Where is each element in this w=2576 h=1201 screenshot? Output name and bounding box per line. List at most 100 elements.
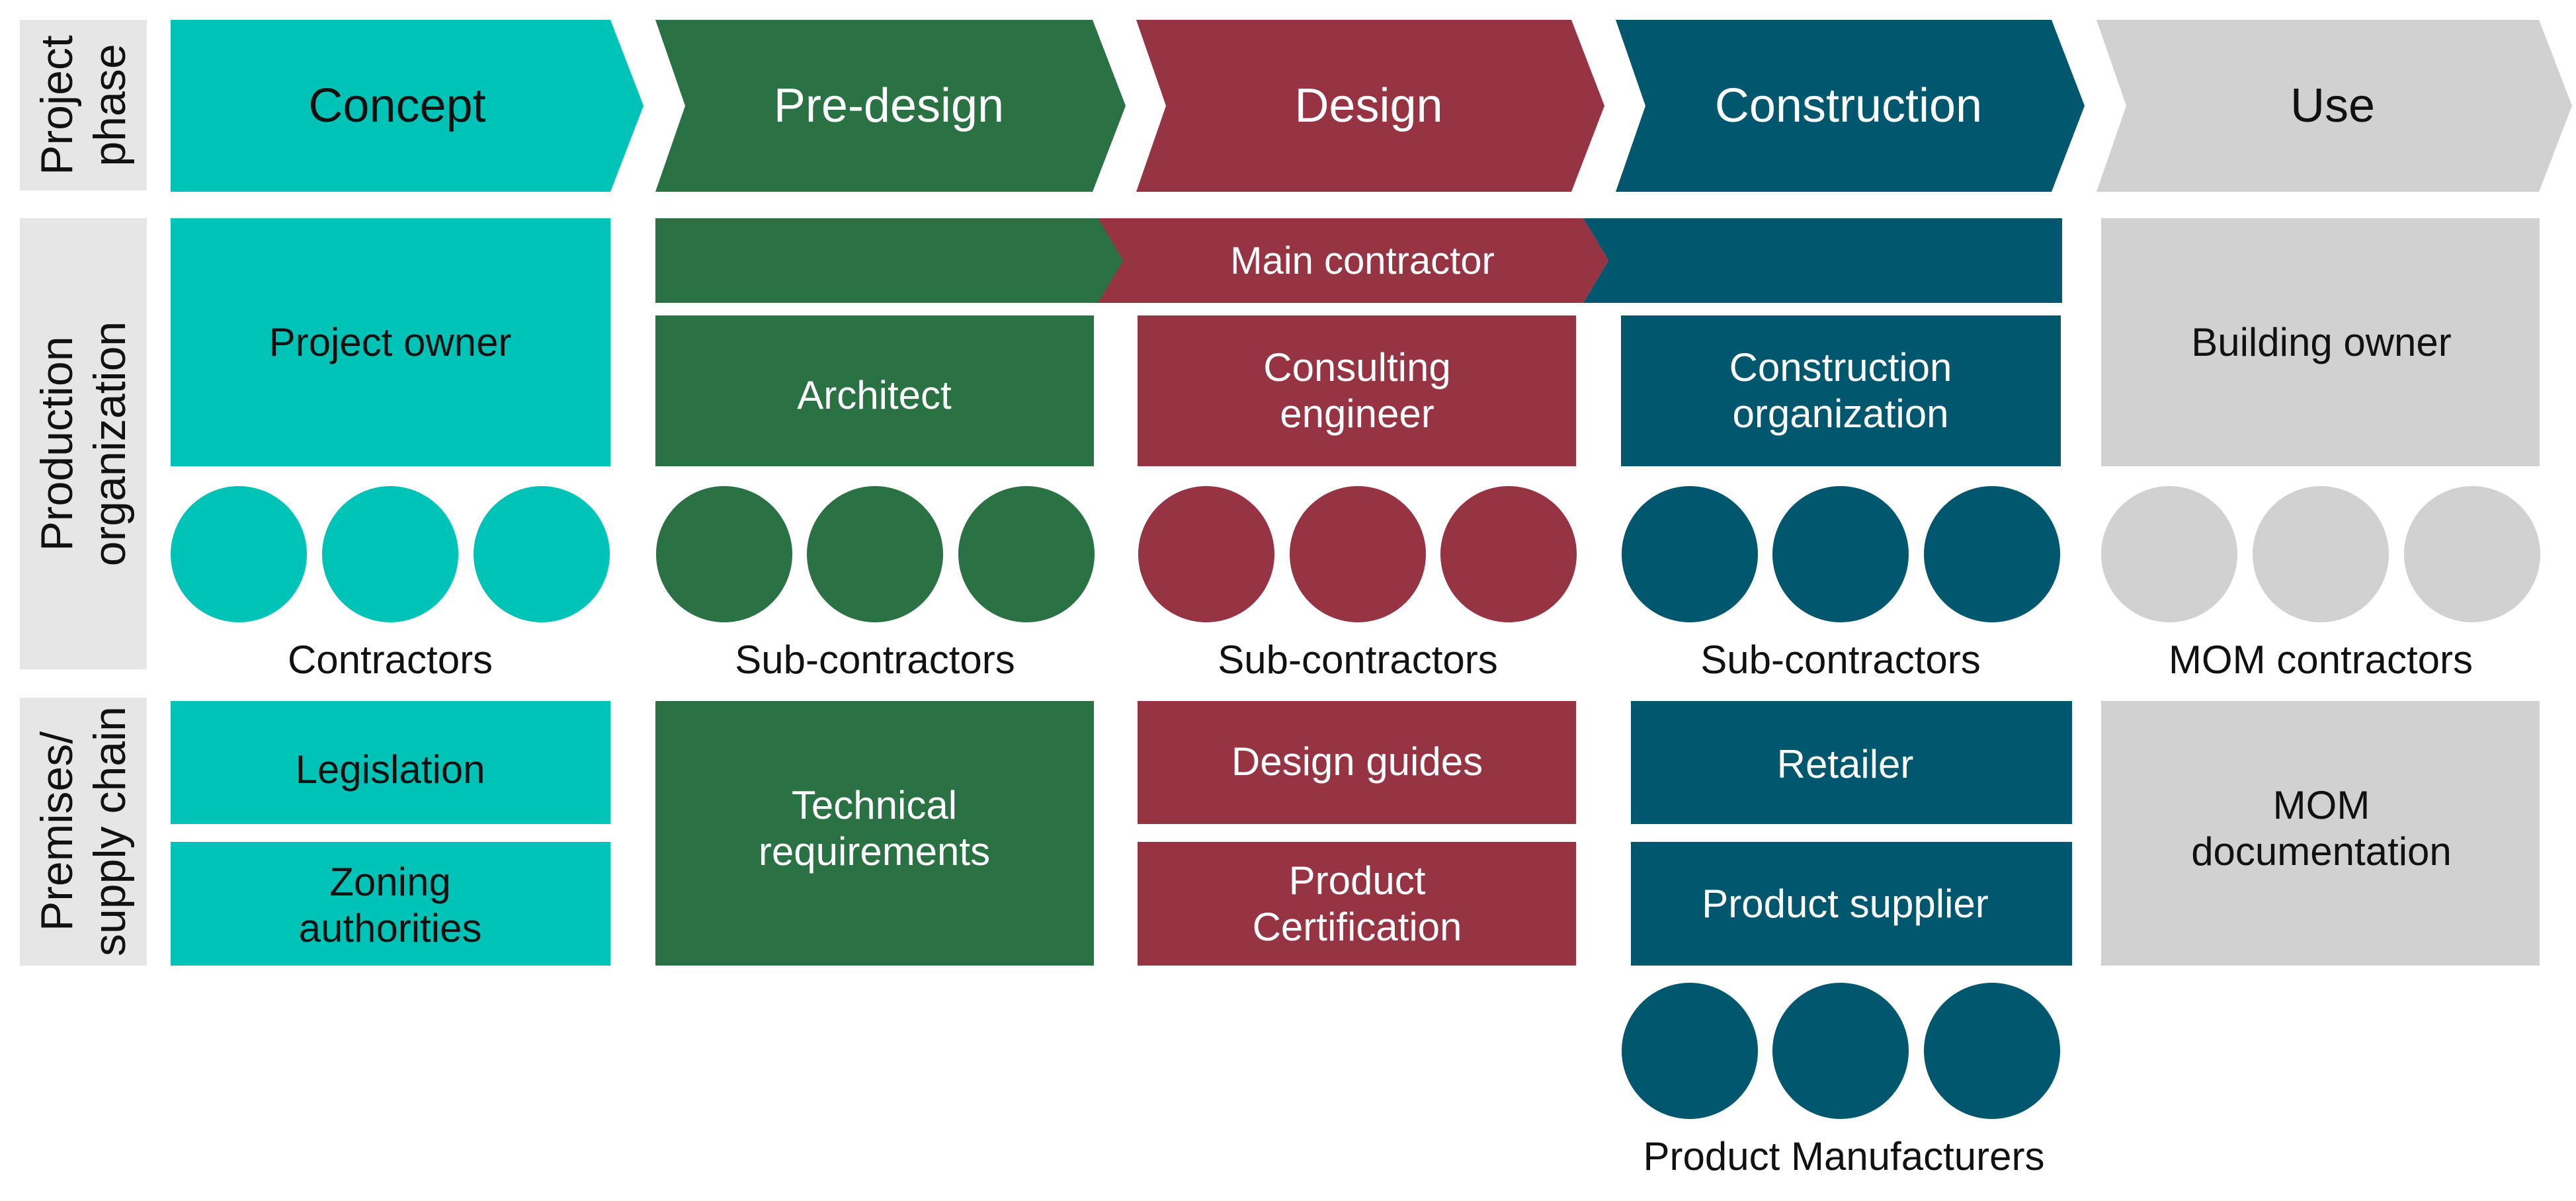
contractor-circle-design-3 <box>1440 486 1577 622</box>
phase-chevron-concept <box>171 20 644 192</box>
zoning-authorities-label-line: authorities <box>299 906 482 950</box>
project-owner-label-line: Project owner <box>269 320 512 364</box>
contractors-label-predesign-line: Sub-contractors <box>735 638 1015 682</box>
row-label-phase-line: Project <box>32 35 82 175</box>
row-label-premises-line: supply chain <box>85 706 135 956</box>
mom-documentation-label-line: documentation <box>2191 829 2452 874</box>
phase-chevron-design <box>1136 20 1604 192</box>
contractor-circle-design-1 <box>1138 486 1274 622</box>
manufacturer-circle-2 <box>1772 983 1909 1119</box>
phase-label-use-line: Use <box>2290 79 2375 132</box>
product-certification-box <box>1138 842 1576 966</box>
contractor-circle-use-3 <box>2404 486 2540 622</box>
legislation-label: Legislation <box>296 747 485 792</box>
zoning-authorities-label-line: Zoning <box>329 859 450 903</box>
product-supplier-box <box>1631 842 2072 966</box>
mom-documentation-label-line: MOM <box>2273 782 2370 827</box>
design-guides-box <box>1138 701 1576 824</box>
legislation-box <box>171 701 610 824</box>
technical-requirements-box <box>655 701 1094 966</box>
contractors-label-construction-line: Sub-contractors <box>1700 638 1981 682</box>
contractor-circle-concept-1 <box>171 486 307 622</box>
row-label-phase-line: phase <box>85 44 135 166</box>
main-contractor-banner-design <box>1098 218 1608 303</box>
product-supplier-label-line: Product supplier <box>1702 882 1989 926</box>
project-owner-box <box>171 218 610 466</box>
architect-label: Architect <box>797 373 952 417</box>
technical-requirements-label-line: Technical <box>792 782 957 827</box>
phase-label-predesign: Pre-design <box>774 79 1004 132</box>
product-manufacturers-label-line: Product Manufacturers <box>1643 1134 2045 1179</box>
design-guides-label-line: Design guides <box>1231 739 1483 784</box>
row-label-production-line: organization <box>85 321 135 566</box>
main-contractor-banner-construction <box>1583 218 2062 303</box>
phase-label-predesign-line: Pre-design <box>774 79 1004 132</box>
construction-organization-box <box>1621 315 2061 466</box>
construction-organization-label-line: organization <box>1733 392 1949 436</box>
row-label-production-panel <box>20 218 147 669</box>
row-label-premises: Premises/supply chain <box>32 706 135 956</box>
main-contractor-label: Main contractor <box>1230 239 1495 282</box>
row-label-production: Productionorganization <box>32 321 135 566</box>
contractor-circle-construction-1 <box>1622 486 1758 622</box>
contractor-circle-concept-3 <box>474 486 610 622</box>
construction-organization-label-line: Construction <box>1729 345 1952 389</box>
phase-label-use: Use <box>2290 79 2375 132</box>
row-label-phase: Projectphase <box>32 35 135 175</box>
contractor-circle-use-2 <box>2253 486 2389 622</box>
contractor-circle-predesign-3 <box>958 486 1095 622</box>
technical-requirements-label-line: requirements <box>759 829 990 874</box>
product-certification-label-line: Product <box>1289 858 1426 902</box>
product-supplier-label: Product supplier <box>1702 882 1989 926</box>
building-owner-box <box>2101 218 2540 466</box>
contractor-circle-design-2 <box>1290 486 1426 622</box>
row-label-phase-panel <box>20 20 147 190</box>
contractors-label-design: Sub-contractors <box>1218 638 1498 682</box>
legislation-label-line: Legislation <box>296 747 485 792</box>
phase-label-concept: Concept <box>308 79 485 132</box>
manufacturer-circle-1 <box>1622 983 1758 1119</box>
contractors-label-concept-line: Contractors <box>288 638 493 682</box>
contractors-label-concept: Contractors <box>288 638 493 682</box>
phase-chevron-use <box>2097 20 2572 192</box>
contractor-circle-concept-2 <box>322 486 458 622</box>
consulting-engineer-box <box>1138 315 1576 466</box>
phase-chevron-predesign <box>655 20 1126 192</box>
manufacturer-circle-3 <box>1924 983 2060 1119</box>
contractor-circle-construction-2 <box>1772 486 1909 622</box>
architect-label-line: Architect <box>797 373 952 417</box>
contractors-label-design-line: Sub-contractors <box>1218 638 1498 682</box>
zoning-authorities-box <box>171 842 610 966</box>
product-certification-label-line: Certification <box>1253 905 1462 949</box>
contractors-label-use: MOM contractors <box>2169 638 2473 682</box>
mom-documentation-box <box>2101 701 2540 966</box>
row-label-premises-panel <box>20 698 147 966</box>
phase-chevron-construction <box>1616 20 2085 192</box>
contractor-circle-construction-3 <box>1924 486 2060 622</box>
phase-label-design-line: Design <box>1294 79 1442 132</box>
contractors-label-construction: Sub-contractors <box>1700 638 1981 682</box>
building-owner-label-line: Building owner <box>2191 320 2452 364</box>
retailer-label: Retailer <box>1777 742 1914 786</box>
contractor-circle-use-1 <box>2101 486 2237 622</box>
consulting-engineer-label-line: Consulting <box>1263 345 1451 389</box>
phase-label-construction: Construction <box>1715 79 1982 132</box>
phase-label-design: Design <box>1294 79 1442 132</box>
main-contractor-banner-predesign <box>655 218 1136 303</box>
retailer-box <box>1631 701 2072 824</box>
contractors-label-use-line: MOM contractors <box>2169 638 2473 682</box>
consulting-engineer-label-line: engineer <box>1280 392 1434 436</box>
row-label-premises-line: Premises/ <box>32 731 82 931</box>
building-owner-label: Building owner <box>2191 320 2452 364</box>
retailer-label-line: Retailer <box>1777 742 1914 786</box>
phase-label-construction-line: Construction <box>1715 79 1982 132</box>
contractors-label-predesign: Sub-contractors <box>735 638 1015 682</box>
